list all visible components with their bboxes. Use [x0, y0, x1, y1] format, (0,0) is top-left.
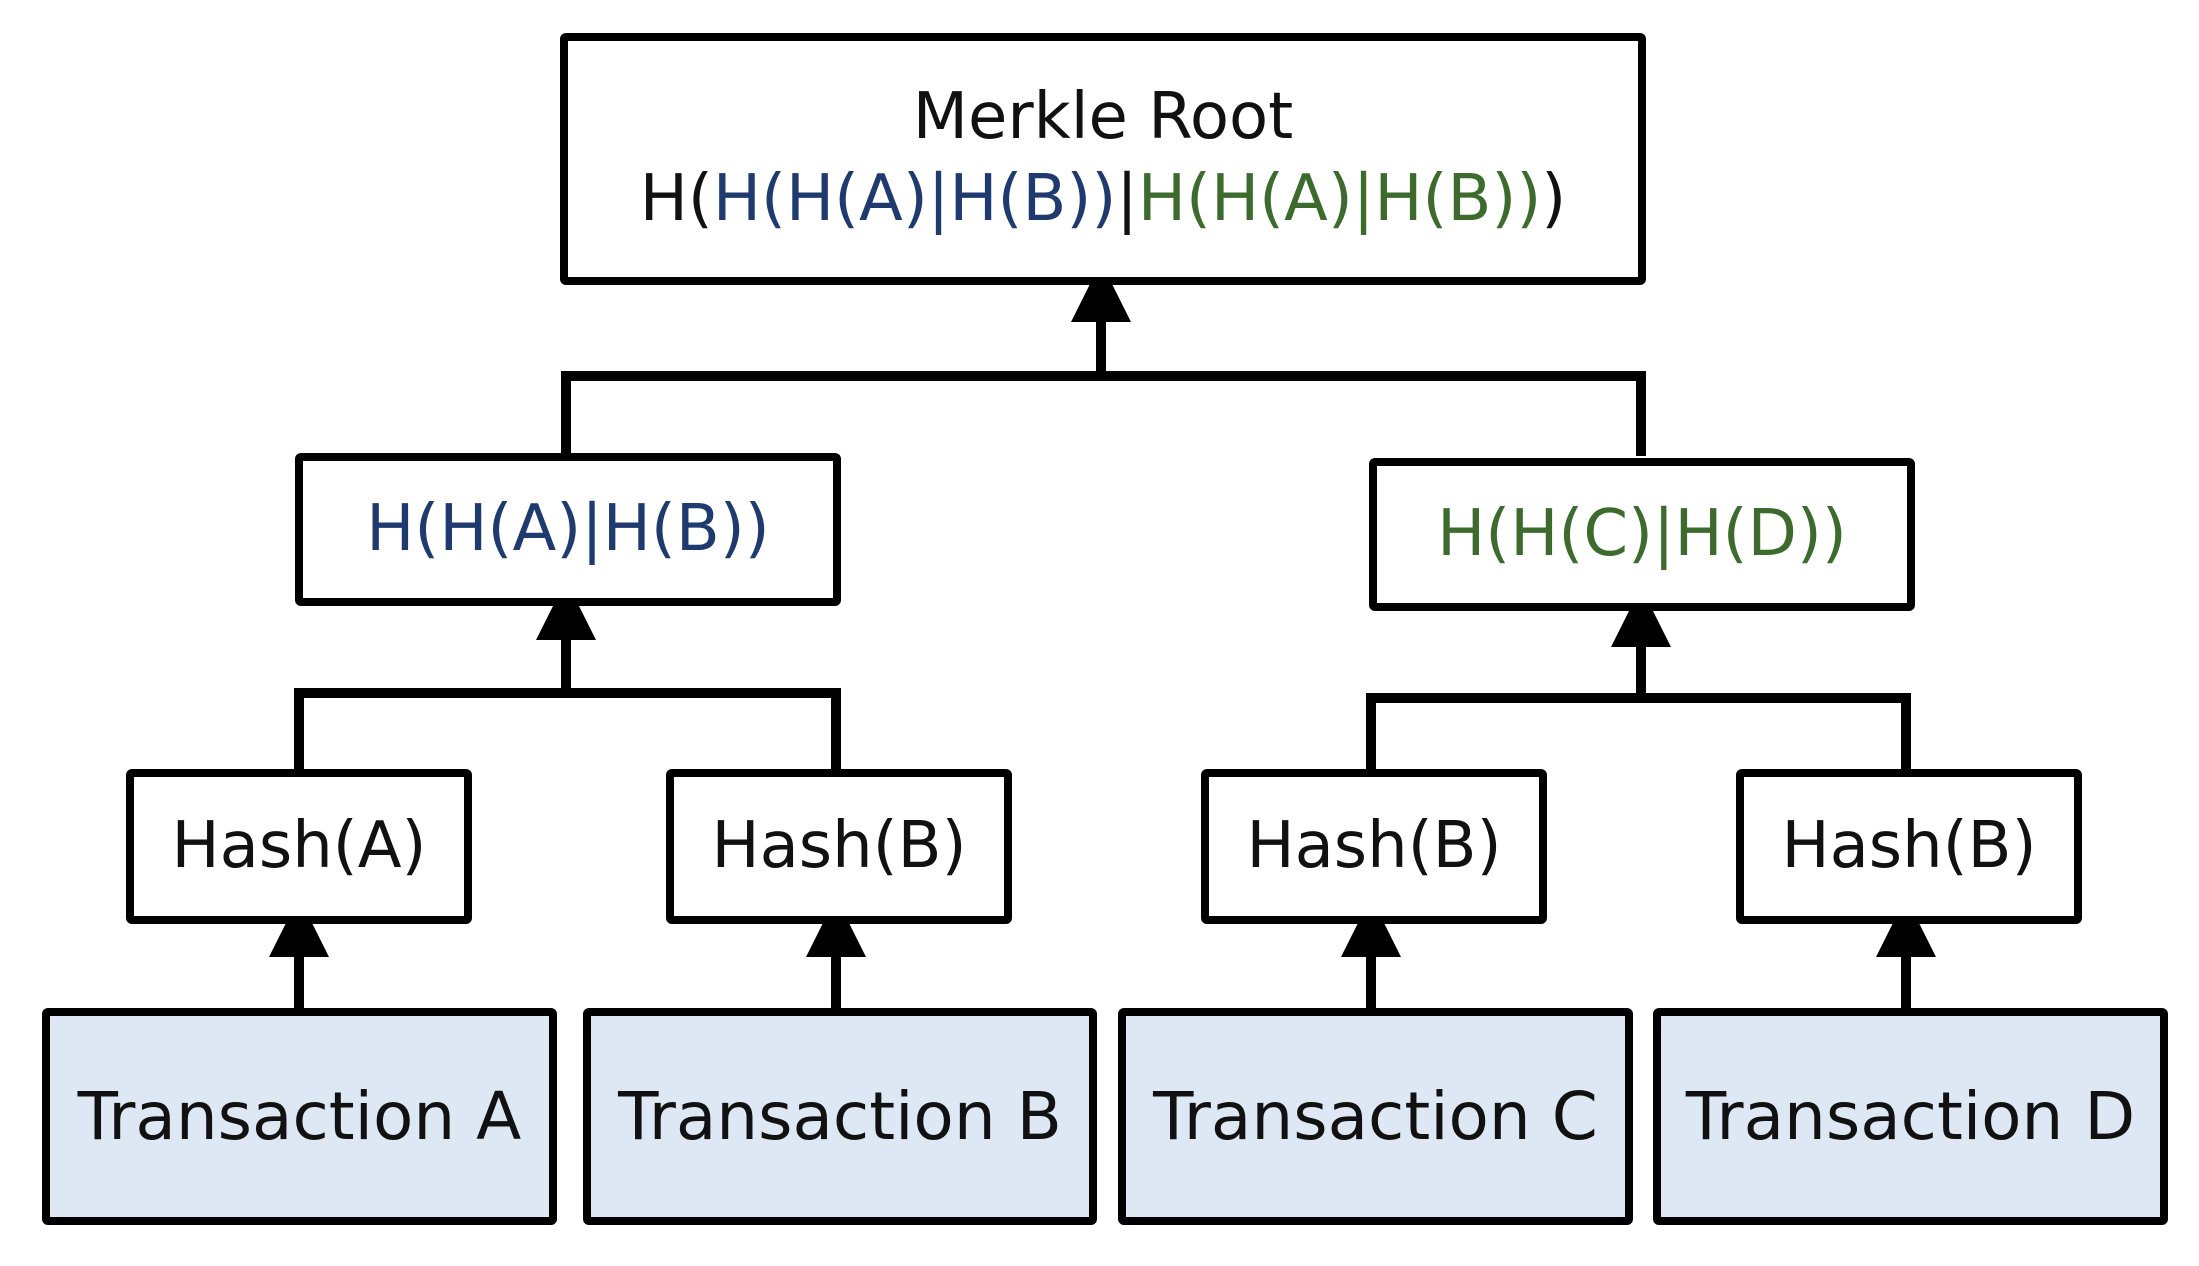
- merkle-root-formula: H(H(H(A)|H(B))|H(H(A)|H(B))): [639, 162, 1567, 237]
- transaction-label: Transaction D: [1685, 1077, 2136, 1155]
- intermediate-hash-left-node: H(H(A)|H(B)): [295, 453, 841, 606]
- left-intermediate-children-connector: [294, 688, 841, 772]
- leaf-hash-node: Hash(B): [666, 769, 1012, 924]
- transaction-label: Transaction C: [1153, 1077, 1598, 1155]
- intermediate-hash-right-node: H(H(C)|H(D)): [1369, 458, 1915, 611]
- intermediate-hash-left-label: H(H(A)|H(B)): [366, 491, 770, 566]
- formula-separator: |: [1116, 162, 1138, 236]
- transaction-node: Transaction A: [42, 1008, 557, 1225]
- transaction-label: Transaction A: [77, 1077, 522, 1155]
- formula-close: ): [1541, 162, 1567, 236]
- intermediate-hash-right-label: H(H(C)|H(D)): [1437, 496, 1847, 571]
- leaf-hash-label: Hash(B): [1781, 808, 2037, 883]
- leaf-hash-label: Hash(B): [1246, 808, 1502, 883]
- merkle-root-node: Merkle Root H(H(H(A)|H(B))|H(H(A)|H(B))): [560, 33, 1646, 285]
- transaction-node: Transaction D: [1653, 1008, 2168, 1225]
- leaf-hash-node: Hash(B): [1736, 769, 2082, 924]
- formula-right-branch: H(H(A)|H(B)): [1137, 162, 1542, 236]
- leaf-hash-node: Hash(B): [1201, 769, 1547, 924]
- transaction-label: Transaction B: [618, 1077, 1062, 1155]
- leaf-hash-node: Hash(A): [126, 769, 472, 924]
- root-children-connector: [561, 371, 1646, 456]
- formula-left-branch: H(H(A)|H(B)): [712, 162, 1117, 236]
- transaction-node: Transaction C: [1118, 1008, 1633, 1225]
- right-intermediate-children-connector: [1366, 693, 1911, 772]
- transaction-node: Transaction B: [583, 1008, 1097, 1225]
- merkle-root-title: Merkle Root: [912, 80, 1294, 155]
- leaf-hash-label: Hash(B): [711, 808, 967, 883]
- leaf-hash-label: Hash(A): [171, 808, 427, 883]
- formula-open: H(: [639, 162, 713, 236]
